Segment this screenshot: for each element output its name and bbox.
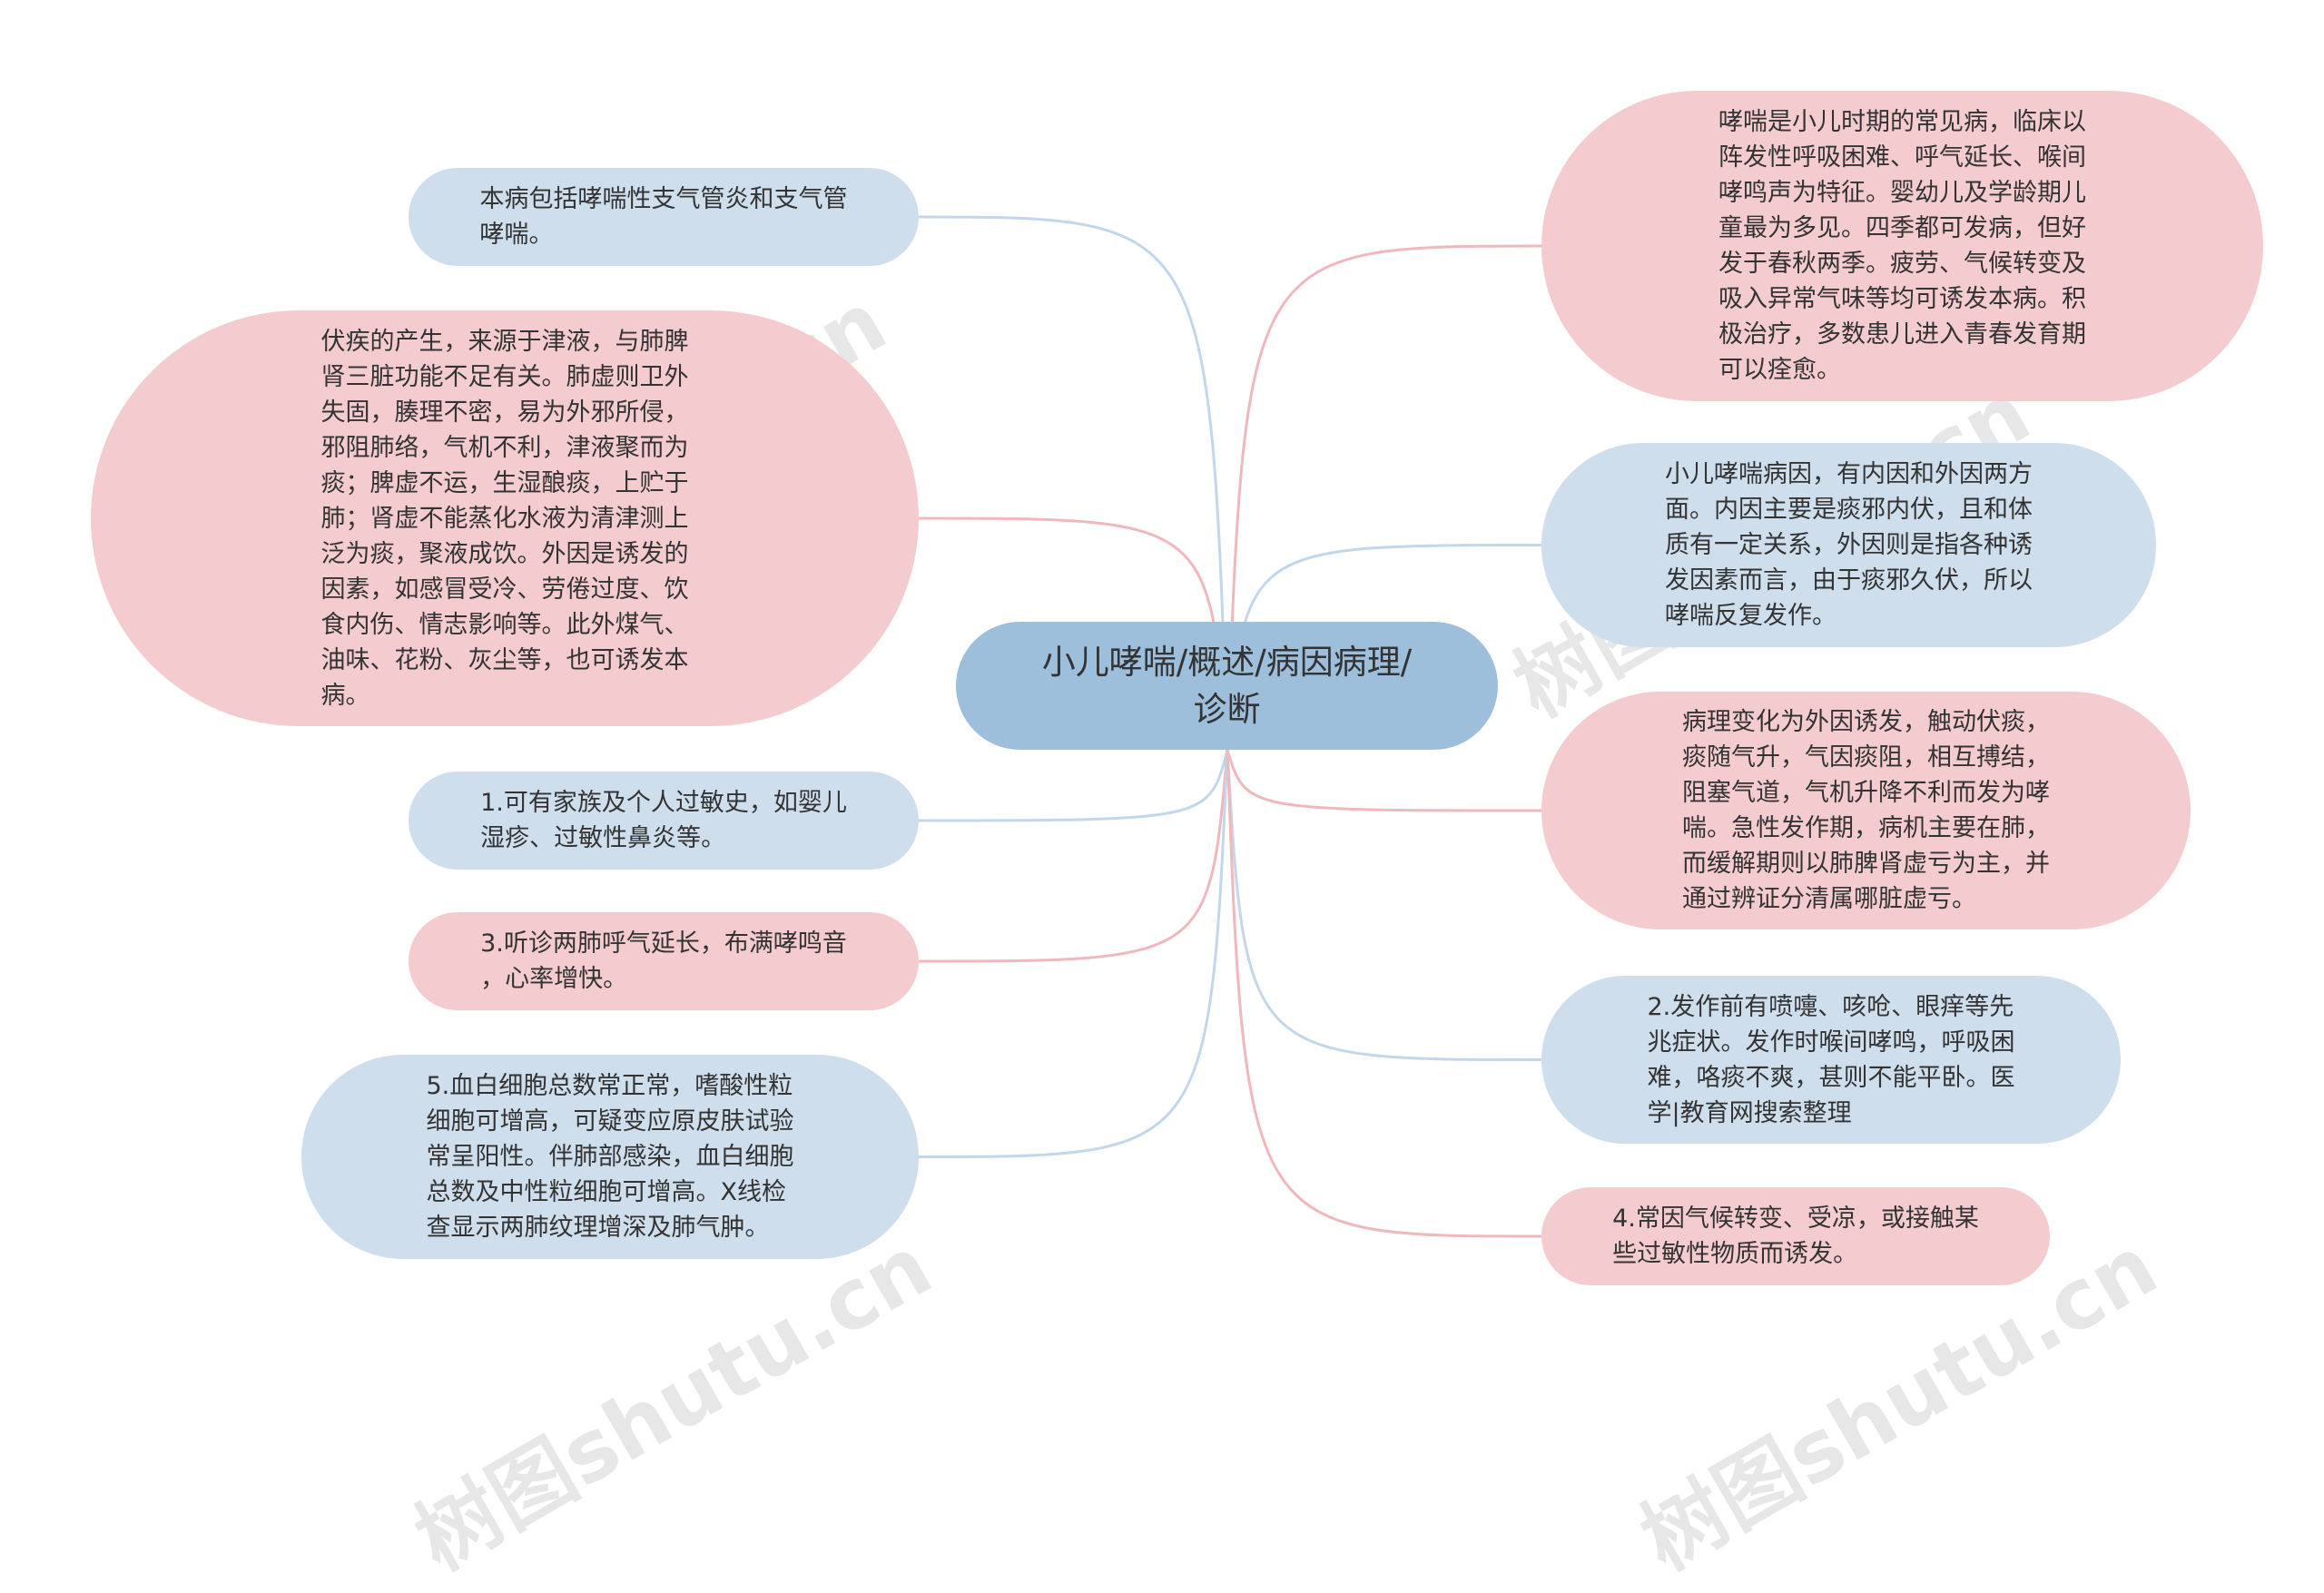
connector-l4	[918, 749, 1229, 963]
topic-text: 4.常因气候转变、受凉，或接触某 些过敏性物质而诱发。	[1612, 1205, 1979, 1268]
root-topic-text: 小儿哮喘/概述/病因病理/ 诊断	[1041, 642, 1413, 729]
topic-node-pathology[interactable]: 病理变化为外因诱发，触动伏痰， 痰随气升，气因痰阻，相互搏结， 阻塞气道，气机升…	[1541, 692, 2191, 929]
topic-node-blood-test[interactable]: 5.血白细胞总数常正常，嗜酸性粒 细胞可增高，可疑变应原皮肤试验 常呈阳性。伴肺…	[301, 1055, 919, 1259]
topic-text: 病理变化为外因诱发，触动伏痰， 痰随气升，气因痰阻，相互搏结， 阻塞气道，气机升…	[1682, 708, 2050, 913]
connector-l1	[918, 215, 1229, 751]
topic-text: 2.发作前有喷嚏、咳呛、眼痒等先 兆症状。发作时喉间哮鸣，呼吸困 难，咯痰不爽，…	[1647, 992, 2015, 1127]
topic-text: 3.听诊两肺呼气延长，布满哮鸣音 ，心率增快。	[480, 929, 847, 993]
topic-node-allergy-history[interactable]: 1.可有家族及个人过敏史，如婴儿 湿疹、过敏性鼻炎等。	[409, 772, 919, 870]
connector-l5	[918, 749, 1229, 1158]
topic-text: 1.可有家族及个人过敏史，如婴儿 湿疹、过敏性鼻炎等。	[480, 789, 847, 852]
topic-node-pathogenesis-detail[interactable]: 伏疾的产生，来源于津液，与肺脾 肾三脏功能不足有关。肺虚则卫外 失固，腠理不密，…	[91, 310, 919, 726]
root-topic-node[interactable]: 小儿哮喘/概述/病因病理/ 诊断	[956, 622, 1498, 750]
connector-r1	[1226, 244, 1542, 751]
topic-text: 哮喘是小儿时期的常见病，临床以 阵发性呼吸困难、呼气延长、喉间 哮鸣声为特征。婴…	[1718, 108, 2086, 384]
connector-l3	[918, 749, 1229, 822]
mindmap-canvas: 树图shutu.cn 树图shutu.cn 树图shutu.cn 树图shutu…	[91, 91, 2263, 1589]
topic-text: 本病包括哮喘性支气管炎和支气管 哮喘。	[479, 185, 848, 249]
connector-r5	[1226, 749, 1542, 1238]
topic-text: 小儿哮喘病因，有内因和外因两方 面。内因主要是痰邪内伏，且和体 质有一定关系，外…	[1665, 460, 2033, 630]
topic-node-auscultation[interactable]: 3.听诊两肺呼气延长，布满哮鸣音 ，心率增快。	[409, 912, 919, 1010]
connector-r4	[1226, 749, 1542, 1061]
topic-text: 伏疾的产生，来源于津液，与肺脾 肾三脏功能不足有关。肺虚则卫外 失固，腠理不密，…	[320, 327, 689, 710]
connector-r3	[1226, 749, 1542, 812]
topic-node-family-scope[interactable]: 本病包括哮喘性支气管炎和支气管 哮喘。	[409, 168, 919, 266]
topic-node-attack-symptoms[interactable]: 2.发作前有喷嚏、咳呛、眼痒等先 兆症状。发作时喉间哮鸣，呼吸困 难，咯痰不爽，…	[1541, 976, 2121, 1144]
topic-node-triggers[interactable]: 4.常因气候转变、受凉，或接触某 些过敏性物质而诱发。	[1541, 1187, 2050, 1285]
topic-node-etiology[interactable]: 小儿哮喘病因，有内因和外因两方 面。内因主要是痰邪内伏，且和体 质有一定关系，外…	[1541, 443, 2156, 647]
topic-node-overview[interactable]: 哮喘是小儿时期的常见病，临床以 阵发性呼吸困难、呼气延长、喉间 哮鸣声为特征。婴…	[1541, 91, 2263, 401]
topic-text: 5.血白细胞总数常正常，嗜酸性粒 细胞可增高，可疑变应原皮肤试验 常呈阳性。伴肺…	[426, 1072, 794, 1242]
